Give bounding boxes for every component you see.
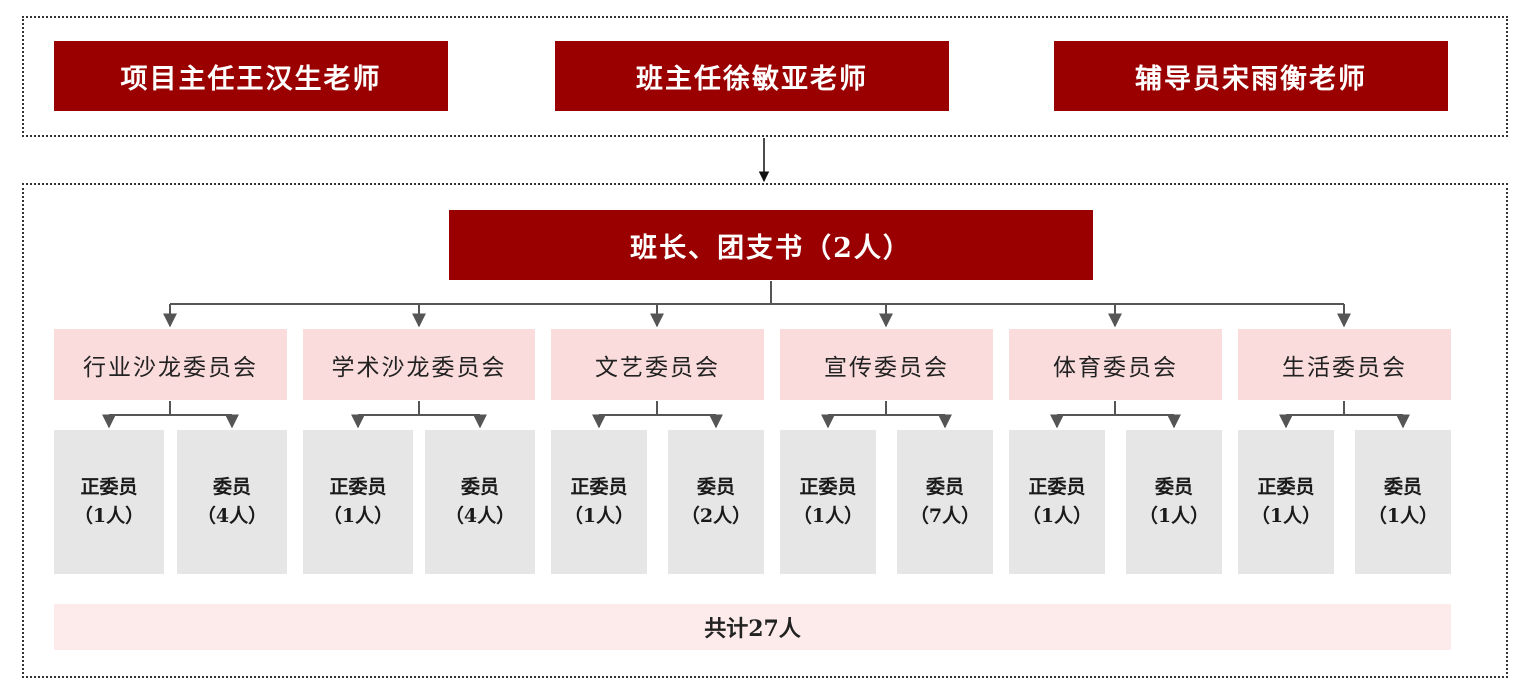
leadership-frame — [22, 16, 1508, 137]
member-count: （1人） — [1021, 505, 1093, 527]
member-count: （4人） — [444, 505, 516, 527]
member-count: （1人） — [1138, 505, 1210, 527]
member-box: 委员 （2人） — [668, 430, 764, 574]
leader-counselor: 辅导员宋雨衡老师 — [1054, 41, 1448, 111]
member-count: （1人） — [792, 505, 864, 527]
leader-project-director: 项目主任王汉生老师 — [54, 41, 448, 111]
member-role: 委员 — [1383, 476, 1422, 498]
member-role: 正委员 — [80, 476, 138, 498]
member-box-head: 正委员 （1人） — [1238, 430, 1334, 574]
member-role: 委员 — [696, 476, 735, 498]
member-box-head: 正委员 （1人） — [54, 430, 164, 574]
leader-head-teacher: 班主任徐敏亚老师 — [555, 41, 949, 111]
member-count: （1人） — [73, 505, 145, 527]
member-role: 委员 — [460, 476, 499, 498]
member-box-head: 正委员 （1人） — [780, 430, 876, 574]
member-box-head: 正委员 （1人） — [303, 430, 413, 574]
member-role: 委员 — [212, 476, 251, 498]
total-count-bar: 共计27人 — [54, 604, 1451, 650]
member-count: （1人） — [1367, 505, 1439, 527]
member-role: 正委员 — [799, 476, 857, 498]
member-box: 委员 （1人） — [1355, 430, 1451, 574]
member-box-head: 正委员 （1人） — [1009, 430, 1105, 574]
committee-industry-salon: 行业沙龙委员会 — [54, 329, 287, 400]
member-role: 委员 — [1154, 476, 1193, 498]
class-committee-frame — [22, 183, 1508, 678]
member-box: 委员 （4人） — [177, 430, 287, 574]
member-box-head: 正委员 （1人） — [551, 430, 647, 574]
member-box: 委员 （4人） — [425, 430, 535, 574]
member-count: （4人） — [196, 505, 268, 527]
member-role: 正委员 — [329, 476, 387, 498]
member-count: （7人） — [909, 505, 981, 527]
member-role: 正委员 — [1257, 476, 1315, 498]
member-role: 委员 — [925, 476, 964, 498]
committee-publicity: 宣传委员会 — [780, 329, 993, 400]
class-monitor-box: 班长、团支书（2人） — [449, 210, 1093, 280]
member-role: 正委员 — [1028, 476, 1086, 498]
committee-life: 生活委员会 — [1238, 329, 1451, 400]
committee-sports: 体育委员会 — [1009, 329, 1222, 400]
committee-academic-salon: 学术沙龙委员会 — [303, 329, 535, 400]
member-count: （2人） — [680, 505, 752, 527]
member-count: （1人） — [1250, 505, 1322, 527]
member-role: 正委员 — [570, 476, 628, 498]
member-count: （1人） — [563, 505, 635, 527]
member-box: 委员 （7人） — [897, 430, 993, 574]
member-box: 委员 （1人） — [1126, 430, 1222, 574]
member-count: （1人） — [322, 505, 394, 527]
committee-arts: 文艺委员会 — [551, 329, 764, 400]
